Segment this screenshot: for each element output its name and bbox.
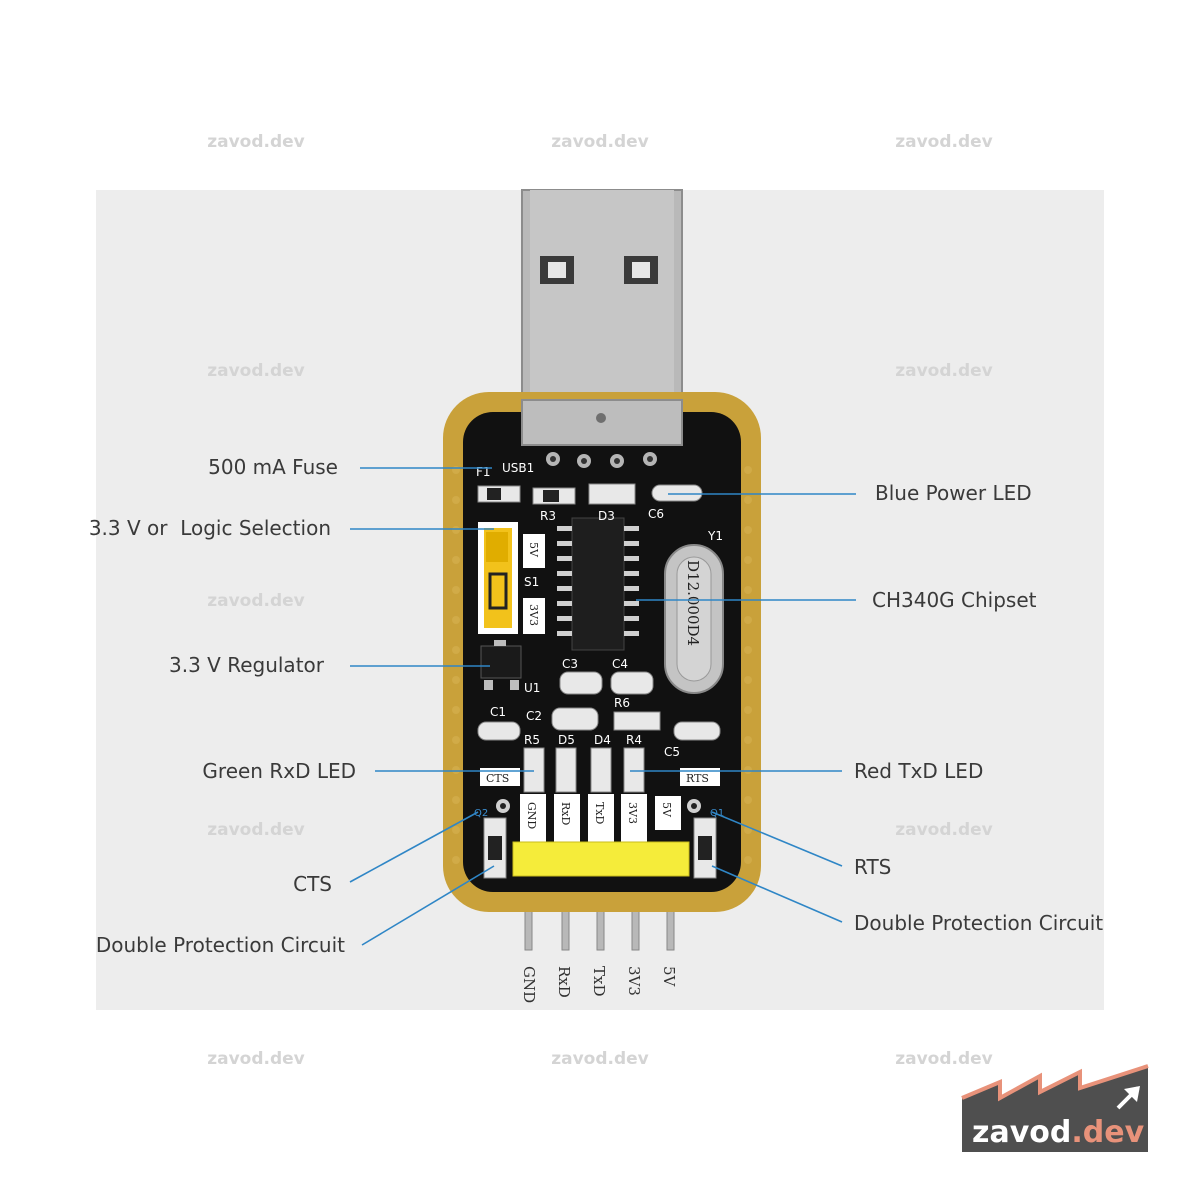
logo-roof-accent <box>961 1064 1149 1102</box>
silk-r6: R6 <box>614 696 630 710</box>
silk-u1: U1 <box>524 681 540 695</box>
callout-rts: RTS <box>854 855 891 879</box>
silk-d3: D3 <box>598 509 615 523</box>
callout-cts: CTS <box>293 872 332 896</box>
silk-c2: C2 <box>526 709 542 723</box>
callout-regulator: 3.3 V Regulator <box>169 653 325 677</box>
callout-rxd-led: Green RxD LED <box>202 759 356 783</box>
crystal-marking: D12.000D4 <box>684 560 702 646</box>
watermark: zavod.dev <box>207 591 305 611</box>
pin-label-5v: 5V <box>660 966 678 988</box>
silk-3v3: 3V3 <box>527 604 540 626</box>
arrow-icon <box>1116 1086 1140 1110</box>
silk-y1: Y1 <box>707 529 723 543</box>
pin-label-gnd: GND <box>520 966 538 1003</box>
watermark: zavod.dev <box>207 361 305 381</box>
silk-r5: R5 <box>524 733 540 747</box>
ch340g-chip <box>571 517 625 651</box>
silk-c3: C3 <box>562 657 578 671</box>
watermark: zavod.dev <box>895 361 993 381</box>
pin-header <box>512 841 690 877</box>
silk-q2: Q2 <box>474 808 488 819</box>
silk-usb1: USB1 <box>502 461 534 475</box>
silk-5v: 5V <box>527 542 540 558</box>
silk-f1: F1 <box>476 465 491 479</box>
logo-factory-roof <box>962 1066 1148 1152</box>
pin-label-3v3: 3V3 <box>625 966 643 996</box>
silk-r4: R4 <box>626 733 642 747</box>
pin-label-txd: TxD <box>590 966 608 997</box>
silk-header-gnd: GND <box>525 802 538 829</box>
callout-fuse: 500 mA Fuse <box>208 455 338 479</box>
silk-header-txd: TxD <box>593 802 606 825</box>
leader-lines <box>349 467 856 946</box>
silk-d4: D4 <box>594 733 611 747</box>
watermark: zavod.dev <box>207 1049 305 1069</box>
callout-protection-right: Double Protection Circuit <box>854 911 1103 935</box>
regulator-chip <box>480 645 522 679</box>
callout-logic-selection: 3.3 V or Logic Selection <box>89 516 331 540</box>
silk-c4: C4 <box>612 657 628 671</box>
silk-c5: C5 <box>664 745 680 759</box>
silk-c6: C6 <box>648 507 664 521</box>
pin-label-rxd: RxD <box>555 966 573 998</box>
callouts: 500 mA Fuse 3.3 V or Logic Selection 3.3… <box>89 455 1103 957</box>
watermark: zavod.dev <box>551 132 649 152</box>
logo-wordmark: zavod.dev <box>972 1115 1145 1150</box>
watermark: zavod.dev <box>895 1049 993 1069</box>
pcb-board: D12.000D4 <box>443 392 761 912</box>
silk-cts: CTS <box>486 772 509 785</box>
silk-d5: D5 <box>558 733 575 747</box>
watermarks: zavod.dev zavod.dev zavod.dev zavod.dev … <box>207 132 993 1069</box>
callout-protection-left: Double Protection Circuit <box>96 933 345 957</box>
watermark: zavod.dev <box>207 132 305 152</box>
pin-labels: GND RxD TxD 3V3 5V <box>520 966 678 1003</box>
watermark: zavod.dev <box>207 820 305 840</box>
watermark: zavod.dev <box>895 132 993 152</box>
callout-power-led: Blue Power LED <box>875 481 1032 505</box>
silk-rts: RTS <box>686 772 709 785</box>
watermark: zavod.dev <box>551 1049 649 1069</box>
callout-chipset: CH340G Chipset <box>872 588 1037 612</box>
silk-c1: C1 <box>490 705 506 719</box>
silk-r3: R3 <box>540 509 556 523</box>
silk-header-3v3: 3V3 <box>626 802 639 824</box>
zavod-logo: zavod.dev <box>961 1064 1149 1152</box>
callout-txd-led: Red TxD LED <box>854 759 983 783</box>
silk-header-5v: 5V <box>660 802 673 818</box>
silk-s1: S1 <box>524 575 539 589</box>
silk-header-rxd: RxD <box>559 802 572 825</box>
watermark: zavod.dev <box>895 820 993 840</box>
